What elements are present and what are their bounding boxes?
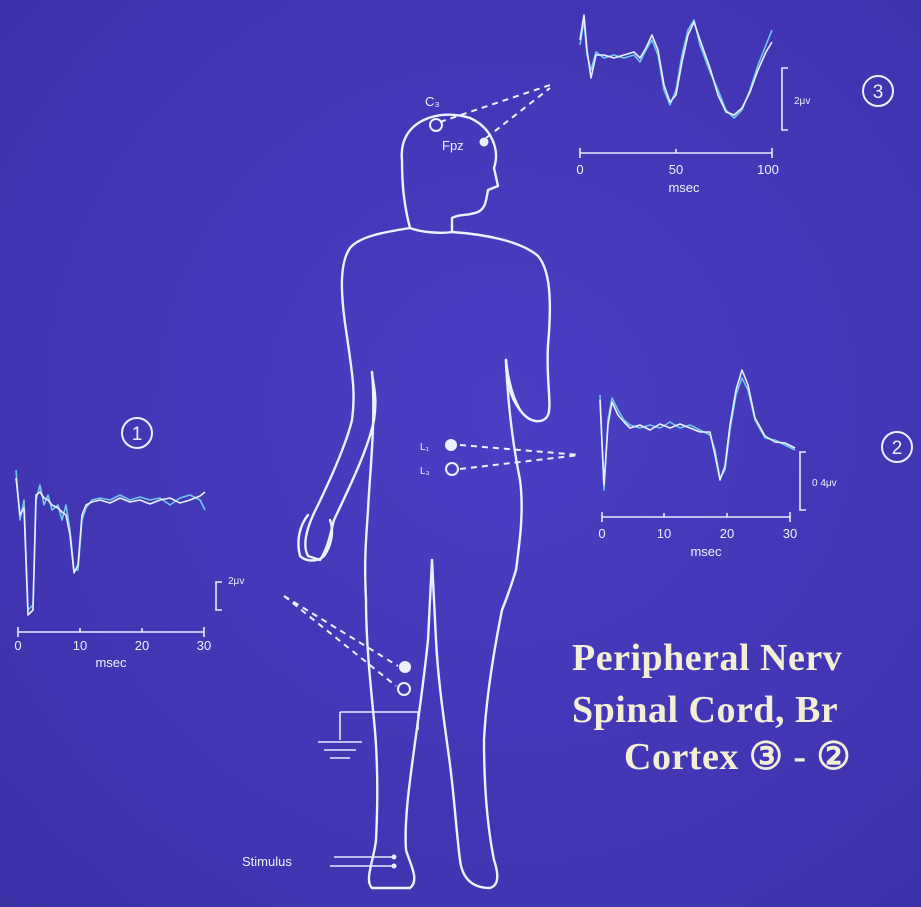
- caption-line-2: Spinal Cord, Br: [572, 688, 838, 732]
- stimulus-label: Stimulus: [242, 854, 292, 869]
- panel-2-tick-0: 0: [598, 526, 605, 541]
- hips-outline: [365, 360, 521, 600]
- panel-3-number: 3: [873, 82, 884, 103]
- panel-3-tick-0: 0: [576, 162, 583, 177]
- panel-2: 0 4μv 2 0 10 20 30 msec: [598, 370, 912, 559]
- panel-1-tick-2: 20: [135, 638, 149, 653]
- label-l3: L₃: [420, 466, 430, 477]
- electrode-fpz-filled: [480, 138, 489, 147]
- stimulus-electrode-2: [392, 864, 397, 869]
- panel-2-unit: msec: [690, 544, 722, 559]
- panel-1-tick-3: 30: [197, 638, 211, 653]
- panel-1-scale-bar: [216, 582, 222, 610]
- stimulus-electrode-1: [392, 855, 397, 860]
- electrode-popliteal-filled: [399, 661, 411, 673]
- label-c3: C₃: [425, 94, 440, 109]
- panel-3: 2μv 3 0 50 100 msec: [576, 15, 893, 195]
- panel-3-trace-a: [580, 20, 772, 118]
- panel-1-scale: 2μv: [228, 576, 244, 587]
- electrode-c3-open: [430, 119, 442, 131]
- legs-outline: [366, 560, 516, 888]
- panel-2-tick-2: 20: [720, 526, 734, 541]
- connector-lines: [284, 85, 580, 686]
- panel-1-trace-a: [16, 470, 205, 610]
- panel-2-trace-a: [600, 378, 795, 490]
- panel-3-tick-2: 100: [757, 162, 779, 177]
- electrode-l1-filled: [445, 439, 457, 451]
- caption-line-3: Cortex ③ - ②: [624, 734, 851, 779]
- panel-1-number: 1: [132, 424, 143, 445]
- panel-2-scale: 0 4μv: [812, 478, 837, 489]
- panel-2-tick-3: 30: [783, 526, 797, 541]
- label-fpz: Fpz: [442, 138, 464, 153]
- electrode-l3-open: [446, 463, 458, 475]
- ground-symbol: [318, 712, 418, 758]
- panel-3-scale: 2μv: [794, 96, 810, 107]
- panel-1-trace-b: [16, 478, 205, 615]
- torso-outline: [305, 228, 550, 560]
- panel-3-scale-bar: [782, 68, 788, 130]
- left-hand-outline: [298, 515, 332, 561]
- panel-2-tick-1: 10: [657, 526, 671, 541]
- label-l1: L₁: [420, 442, 430, 453]
- panel-1-tick-0: 0: [14, 638, 21, 653]
- head-outline: [402, 115, 498, 233]
- body-outline: [298, 115, 549, 888]
- panel-2-scale-bar: [800, 452, 806, 510]
- panel-1-unit: msec: [95, 655, 127, 670]
- panel-3-tick-1: 50: [669, 162, 683, 177]
- panel-2-trace-b: [600, 370, 795, 485]
- panel-1: 1 2μv 0 10 20 30 msec: [14, 418, 244, 670]
- panel-3-unit: msec: [668, 180, 700, 195]
- electrode-popliteal-open: [398, 683, 410, 695]
- panel-2-number: 2: [892, 438, 903, 459]
- panel-1-tick-1: 10: [73, 638, 87, 653]
- caption-line-1: Peripheral Nerv: [572, 636, 842, 680]
- panel-3-trace-b: [580, 15, 772, 115]
